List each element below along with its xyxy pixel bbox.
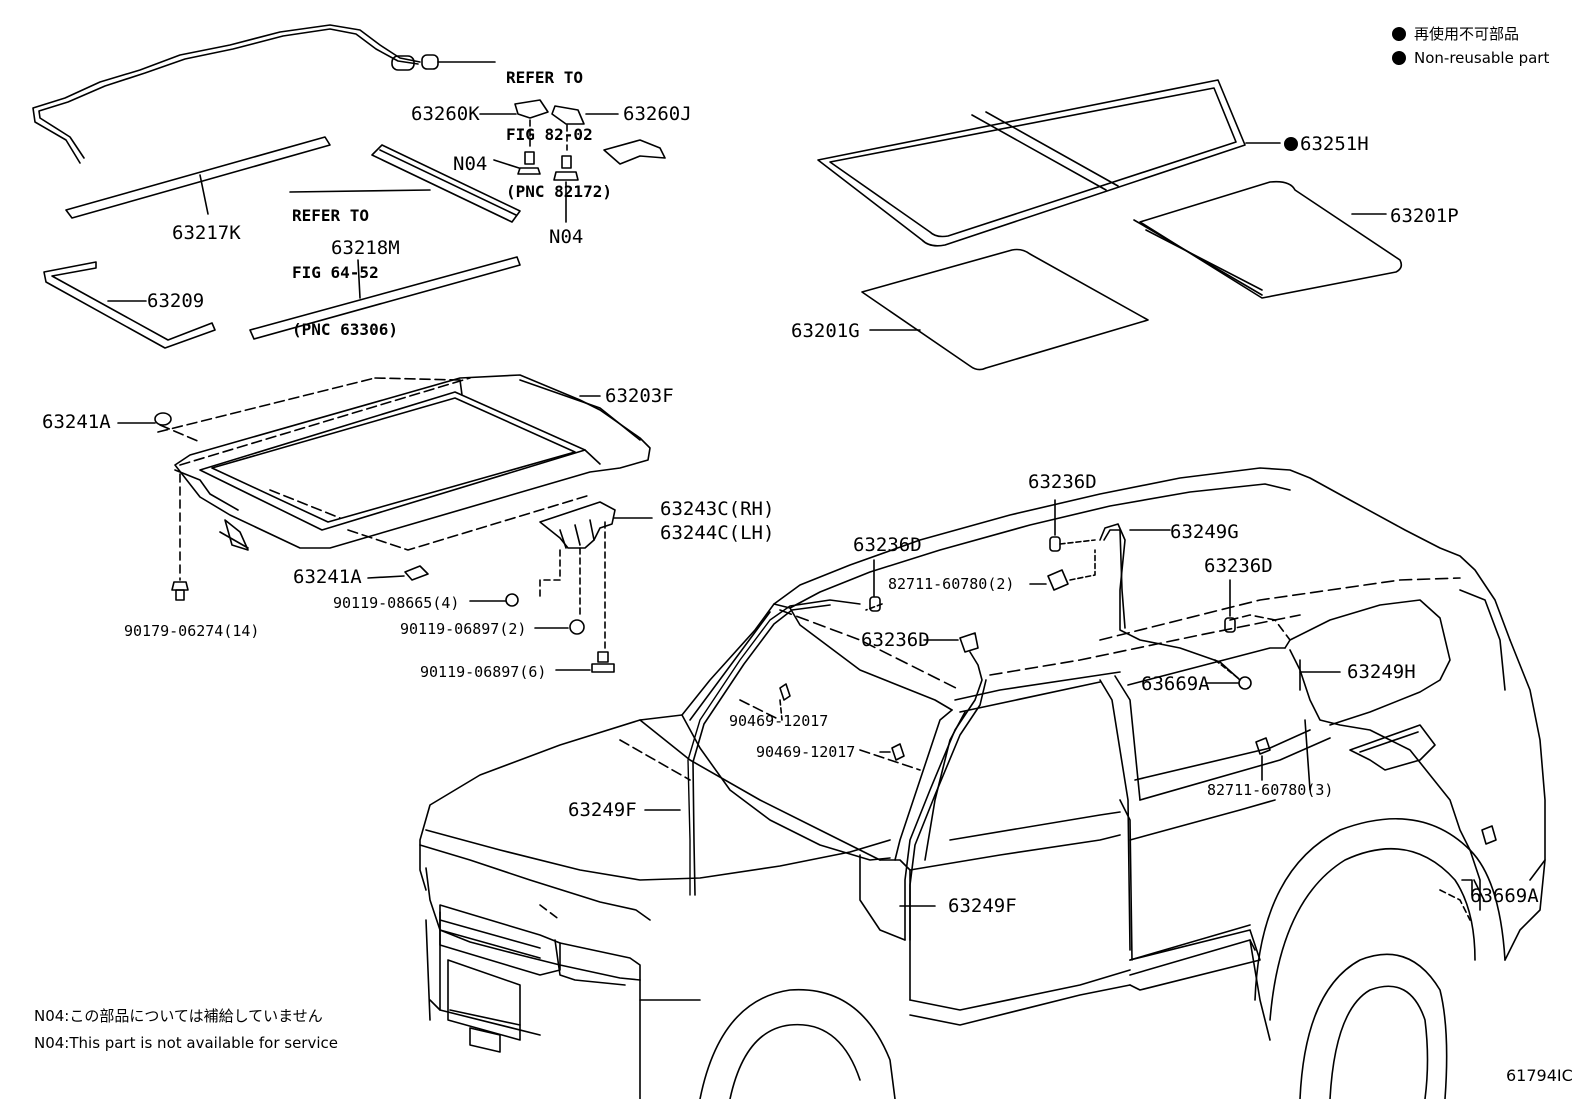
part-label-63241A-a: 63241A [42,411,111,433]
part-label-63249F-b: 63249F [948,895,1017,917]
part-label-90469-12017-a: 90469-12017 [729,712,829,730]
part-label-90179-06274: 90179-06274(14) [124,622,260,640]
legend: 再使用不可部品 Non-reusable part [1392,22,1549,70]
part-label-90469-12017-b: 90469-12017 [756,743,856,761]
part-label-63669A-a: 63669A [1141,673,1210,695]
bracket-63243C [469,501,653,673]
filled-dot-icon [1392,27,1406,41]
clips [644,499,1497,907]
part-label-63243C: 63243C(RH) [660,498,775,520]
part-label-63249H: 63249H [1347,661,1416,683]
part-label-63218M: 63218M [331,237,400,259]
part-label-90119-06897-2: 90119-06897(2) [400,620,527,638]
sunshade-rail [289,144,521,223]
figure-id: 61794IC [1506,1066,1573,1085]
filled-dot-icon [1392,51,1406,65]
footnote-en: N04:This part is not available for servi… [34,1034,338,1052]
refer-to-fig-64-52: REFER TO FIG 64-52 (PNC 63306) [292,206,398,339]
part-label-90119-06897-6: 90119-06897(6) [420,663,547,681]
part-label-63669A-b: 63669A [1470,885,1539,907]
part-label-63201G: 63201G [791,320,860,342]
part-label-82711-60780-2: 82711-60780(2) [888,575,1015,593]
part-label-82711-60780-3: 82711-60780(3) [1207,781,1334,799]
drain-hose-wire [32,24,496,164]
part-label-N04-a: N04 [453,153,488,175]
seal-63209 [43,261,216,349]
sunroof-frame-63203F [117,374,651,601]
glass-panel-63201G [861,248,1149,371]
part-label-63244C: 63244C(LH) [660,522,775,544]
part-label-63217K: 63217K [172,222,241,244]
legend-item-jp: 再使用不可部品 [1392,22,1549,46]
weatherstrip-63217K [65,136,331,219]
part-label-63260K: 63260K [411,103,480,125]
part-label-63203F: 63203F [605,385,674,407]
glass-panel-63201P [1133,180,1403,299]
part-label-63236D-b: 63236D [853,534,922,556]
part-label-63201P: 63201P [1390,205,1459,227]
part-label-63260J: 63260J [623,103,692,125]
vehicle-body [419,467,1546,1099]
weatherstrip-63218M [249,256,521,340]
part-label-63251H: 63251H [1284,134,1369,154]
part-label-63236D-d: 63236D [861,629,930,651]
drain-hoses [687,523,1485,941]
brackets-63260 [479,99,666,223]
refer-to-fig-82-02: REFER TO FIG 82-02 (PNC 82172) [506,68,612,201]
non-reusable-dot-icon [1284,137,1298,151]
part-label-63236D-a: 63236D [1028,471,1097,493]
part-label-63236D-c: 63236D [1204,555,1273,577]
glass-weatherstrip-63251H [817,79,1281,247]
part-label-63249F-a: 63249F [568,799,637,821]
part-label-63209: 63209 [147,290,205,312]
part-label-63249G: 63249G [1170,521,1239,543]
legend-item-en: Non-reusable part [1392,46,1549,70]
footnote-jp: N04:この部品については補給していません [34,1007,323,1025]
part-label-90119-08665: 90119-08665(4) [333,594,460,612]
part-label-N04-b: N04 [549,226,584,248]
part-label-63241A-b: 63241A [293,566,362,588]
